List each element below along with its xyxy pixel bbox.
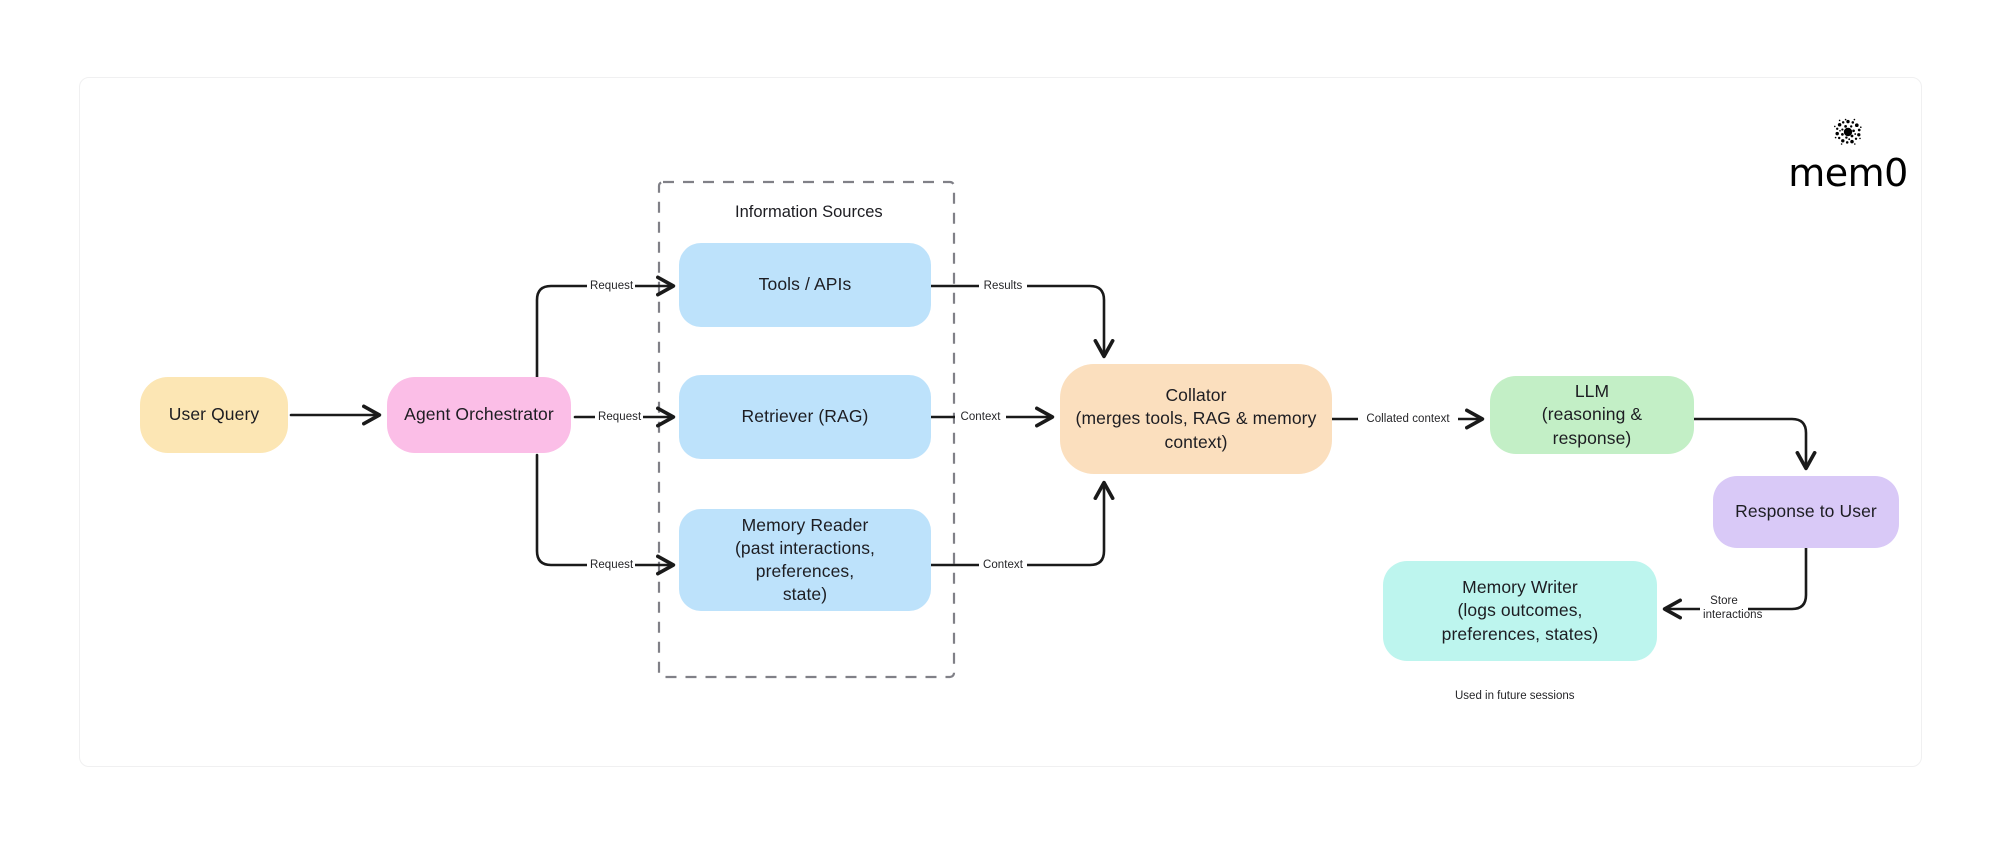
node-memory-reader-line1: Memory Reader (741, 514, 869, 535)
node-memory-writer-line3: preferences, states) (1441, 623, 1599, 644)
node-memory-reader-line3: state) (782, 584, 828, 605)
node-memory-writer[interactable]: Memory Writer (logs outcomes, preference… (1383, 561, 1657, 661)
node-memory-writer-label: Memory Writer (logs outcomes, preference… (1395, 576, 1645, 645)
node-retriever-rag[interactable]: Retriever (RAG) (679, 375, 931, 459)
edge-label-context-memory: Context (979, 558, 1027, 573)
edge-label-collated-context: Collated context (1358, 412, 1458, 427)
node-llm-line1: LLM (1574, 381, 1610, 402)
node-retriever-rag-label: Retriever (RAG) (741, 406, 869, 427)
node-memory-writer-line1: Memory Writer (1462, 577, 1578, 598)
node-agent-orchestrator-label: Agent Orchestrator (404, 404, 554, 425)
node-llm[interactable]: LLM (reasoning & response) (1490, 376, 1694, 454)
node-user-query-label: User Query (168, 404, 260, 425)
node-tools-apis[interactable]: Tools / APIs (679, 243, 931, 327)
edge-label-request-tools: Request (587, 279, 635, 294)
node-llm-line2: (reasoning & response) (1541, 404, 1643, 448)
node-user-query[interactable]: User Query (140, 377, 288, 453)
node-collator[interactable]: Collator (merges tools, RAG & memory con… (1060, 364, 1332, 474)
mem0-dot-cluster-icon (1834, 118, 1862, 145)
node-agent-orchestrator[interactable]: Agent Orchestrator (387, 377, 571, 453)
brand-logo: mem0 (1783, 112, 1913, 192)
node-response-to-user[interactable]: Response to User (1713, 476, 1899, 548)
node-memory-reader-label: Memory Reader (past interactions, prefer… (691, 514, 919, 606)
edge-label-context-retriever: Context (955, 410, 1006, 425)
edge-label-store-interactions-line2: interactions (1703, 609, 1763, 622)
node-memory-writer-line2: (logs outcomes, (1457, 600, 1583, 621)
node-tools-apis-label: Tools / APIs (758, 274, 852, 295)
node-memory-reader-line2: (past interactions, preferences, (734, 537, 876, 581)
node-collator-line2: (merges tools, RAG & memory (1075, 408, 1317, 429)
edge-label-store-interactions: Store interactions (1700, 594, 1762, 623)
brand-wordmark: mem0 (1788, 151, 1908, 195)
edge-label-request-memory: Request (587, 558, 635, 573)
node-collator-line1: Collator (1165, 385, 1227, 406)
node-llm-label: LLM (reasoning & response) (1502, 380, 1682, 449)
node-collator-label: Collator (merges tools, RAG & memory con… (1072, 384, 1320, 453)
node-response-to-user-label: Response to User (1735, 501, 1877, 522)
node-collator-line3: context) (1164, 431, 1228, 452)
edge-label-store-interactions-line1: Store (1710, 595, 1738, 607)
node-memory-reader[interactable]: Memory Reader (past interactions, prefer… (679, 509, 931, 611)
note-used-in-future-sessions: Used in future sessions (1455, 690, 1575, 702)
edge-label-results: Results (979, 279, 1027, 294)
information-sources-title: Information Sources (735, 203, 883, 221)
edge-label-request-retriever: Request (595, 410, 643, 425)
